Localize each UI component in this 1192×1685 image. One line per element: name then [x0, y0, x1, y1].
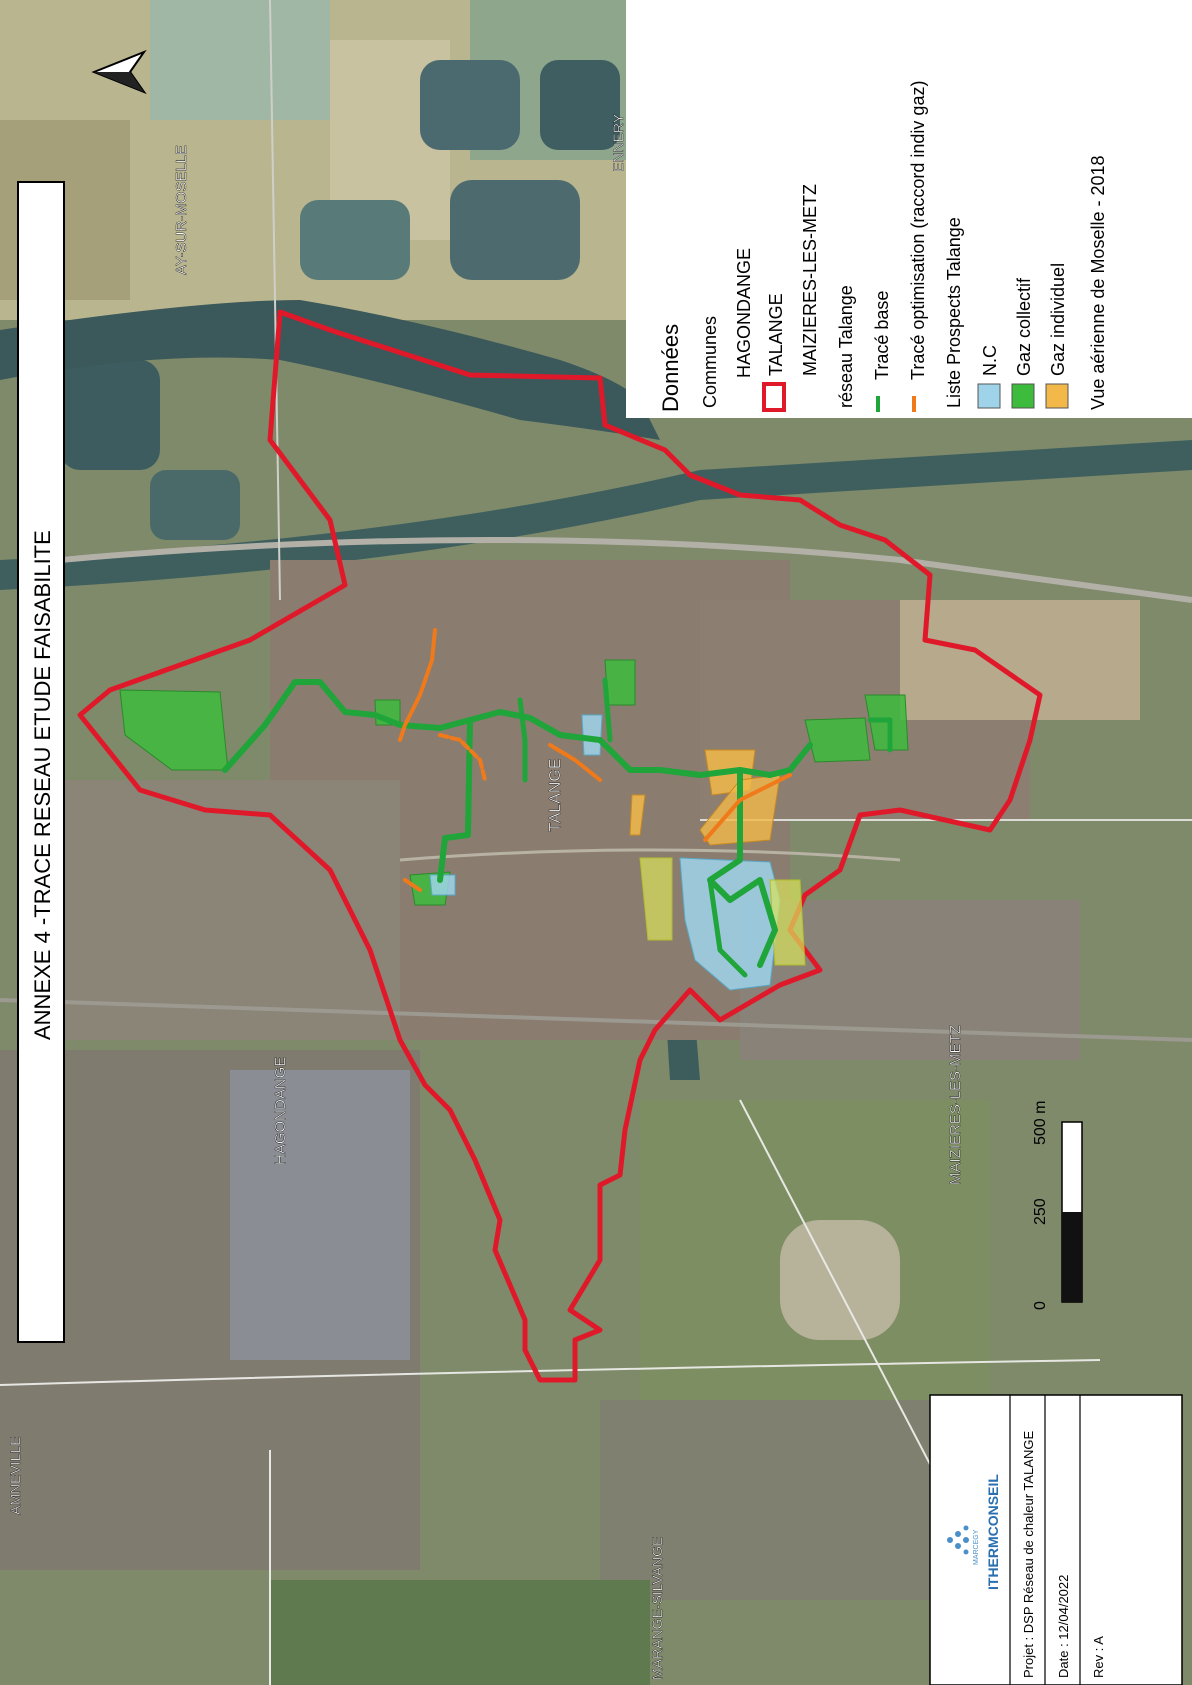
place-label-talange: TALANGE: [547, 759, 564, 833]
legend-nc: N.C: [980, 345, 1000, 376]
prospect-nc[interactable]: [581, 714, 603, 756]
legend-panel: Données Communes HAGONDANGE TALANGE MAIZ…: [626, 0, 1192, 418]
network-traces: [222, 628, 893, 978]
north-arrow-icon: [91, 49, 147, 95]
scale-label-0: 0: [1032, 1301, 1049, 1310]
talange-boundary[interactable]: [77, 309, 1043, 1383]
titleblock-rev: Rev : A: [1091, 1636, 1106, 1678]
legend-commune-hagondange: HAGONDANGE: [734, 248, 754, 378]
legend-trace-opt: Tracé optimisation (raccord indiv gaz): [908, 81, 928, 380]
trace-opt-line[interactable]: [703, 773, 792, 842]
prospect-nc[interactable]: [429, 874, 456, 896]
ithermconseil-logo-icon: [947, 1525, 969, 1555]
trace-base-line[interactable]: [517, 697, 528, 783]
trace-base-line[interactable]: [707, 877, 748, 978]
legend-commune-talange: TALANGE: [766, 293, 786, 376]
titleblock-date: Date : 12/04/2022: [1056, 1575, 1071, 1678]
legend-swatch-nc: [977, 383, 1001, 409]
trace-opt-line[interactable]: [403, 878, 422, 892]
title-banner: ANNEXE 4 -TRACE RESEAU ETUDE FAISABILITE: [17, 181, 65, 1343]
trace-base-line[interactable]: [222, 679, 813, 778]
legend-heading: Données: [658, 324, 683, 412]
logo-small-text: MARCEGY: [973, 1529, 980, 1565]
scale-label-250: 250: [1032, 1198, 1049, 1225]
place-label-ennery: ENNERY: [610, 113, 626, 172]
trace-opt-line[interactable]: [438, 733, 487, 782]
prospect-gaz-collectif[interactable]: [604, 659, 636, 706]
legend-source: Vue aérienne de Moselle - 2018: [1088, 155, 1108, 410]
place-labels: AY-SUR-MOSELLE ENNERY TALANGE HAGONDANGE…: [7, 113, 964, 1680]
titleblock-projet: Projet : DSP Réseau de chaleur TALANGE: [1021, 1431, 1036, 1678]
legend-prospects-label: Liste Prospects Talange: [944, 217, 964, 408]
place-label-hagondange: HAGONDANGE: [272, 1057, 289, 1165]
legend-swatch-talange: [762, 382, 786, 412]
place-label-amneville: AMNEVILLE: [7, 1436, 23, 1515]
legend-swatch-gaz-collectif: [1011, 383, 1035, 409]
trace-opt-line[interactable]: [398, 628, 437, 742]
map-title: ANNEXE 4 -TRACE RESEAU ETUDE FAISABILITE: [30, 530, 55, 1040]
prospect-gaz-collectif[interactable]: [119, 689, 229, 771]
title-block: MARCEGY ITHERMCONSEIL Projet : DSP Résea…: [929, 1394, 1183, 1685]
trace-base-line[interactable]: [602, 677, 613, 743]
trace-base-line[interactable]: [707, 767, 778, 968]
prospect-gaz-individuel[interactable]: [639, 857, 673, 941]
trace-base-line[interactable]: [437, 717, 473, 883]
scale-label-500: 500 m: [1032, 1101, 1049, 1145]
legend-trace-base: Tracé base: [872, 291, 892, 380]
place-label-maizieres: MAIZIERES-LES-METZ: [947, 1025, 964, 1185]
trace-opt-line[interactable]: [548, 743, 602, 782]
legend-commune-maizieres: MAIZIERES-LES-METZ: [800, 184, 820, 376]
legend-communes-label: Communes: [700, 316, 720, 408]
scale-bar: 0 250 500 m: [1032, 1101, 1083, 1310]
legend-swatch-gaz-individuel: [1045, 383, 1069, 409]
prospect-gaz-collectif[interactable]: [804, 717, 871, 763]
prospect-gaz-individuel[interactable]: [629, 794, 646, 836]
prospect-nc[interactable]: [679, 857, 781, 991]
place-label-ay-sur-moselle: AY-SUR-MOSELLE: [173, 145, 190, 275]
legend-gaz-individuel: Gaz individuel: [1048, 263, 1068, 376]
trace-base-line[interactable]: [867, 717, 893, 753]
logo-text: ITHERMCONSEIL: [985, 1474, 1001, 1590]
legend-gaz-collectif: Gaz collectif: [1014, 277, 1034, 376]
legend-network-label: réseau Talange: [836, 285, 856, 408]
place-label-marange: MARANGE-SILVANGE: [649, 1537, 665, 1680]
